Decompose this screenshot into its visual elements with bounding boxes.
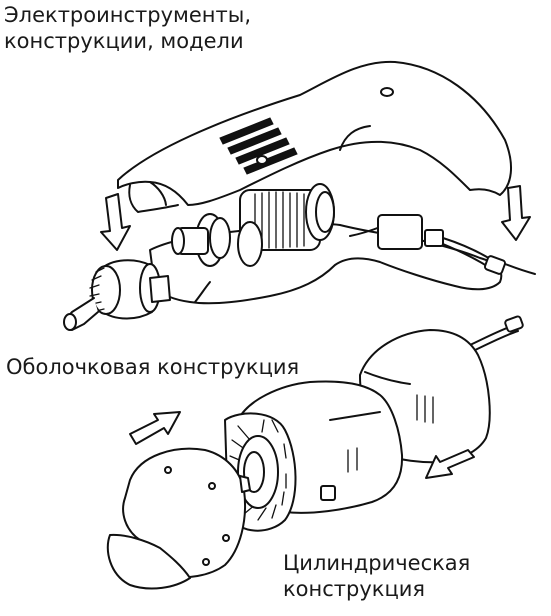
drill-chuck <box>63 259 171 331</box>
page-title: Электроинструменты, конструкции, модели <box>4 2 251 54</box>
drill-illustration <box>63 60 536 331</box>
cylindrical-label-line-1: Цилиндрическая <box>283 551 471 575</box>
vent-slots <box>219 117 298 175</box>
cylindrical-label-line-2: конструкция <box>283 577 426 601</box>
shell-construction-label: Оболочковая конструкция <box>6 355 300 379</box>
motor-armature <box>254 191 305 249</box>
title-line-2: конструкции, модели <box>4 29 244 53</box>
arrow-left-icon <box>425 449 475 479</box>
cylindrical-construction-label: Цилиндрическая конструкция <box>283 550 470 602</box>
arrow-down-icon <box>501 185 531 241</box>
arrow-up-right-icon <box>129 411 181 445</box>
title-line-1: Электроинструменты, <box>4 3 251 27</box>
angle-grinder-illustration <box>106 315 524 590</box>
arrow-down-icon <box>100 193 131 251</box>
